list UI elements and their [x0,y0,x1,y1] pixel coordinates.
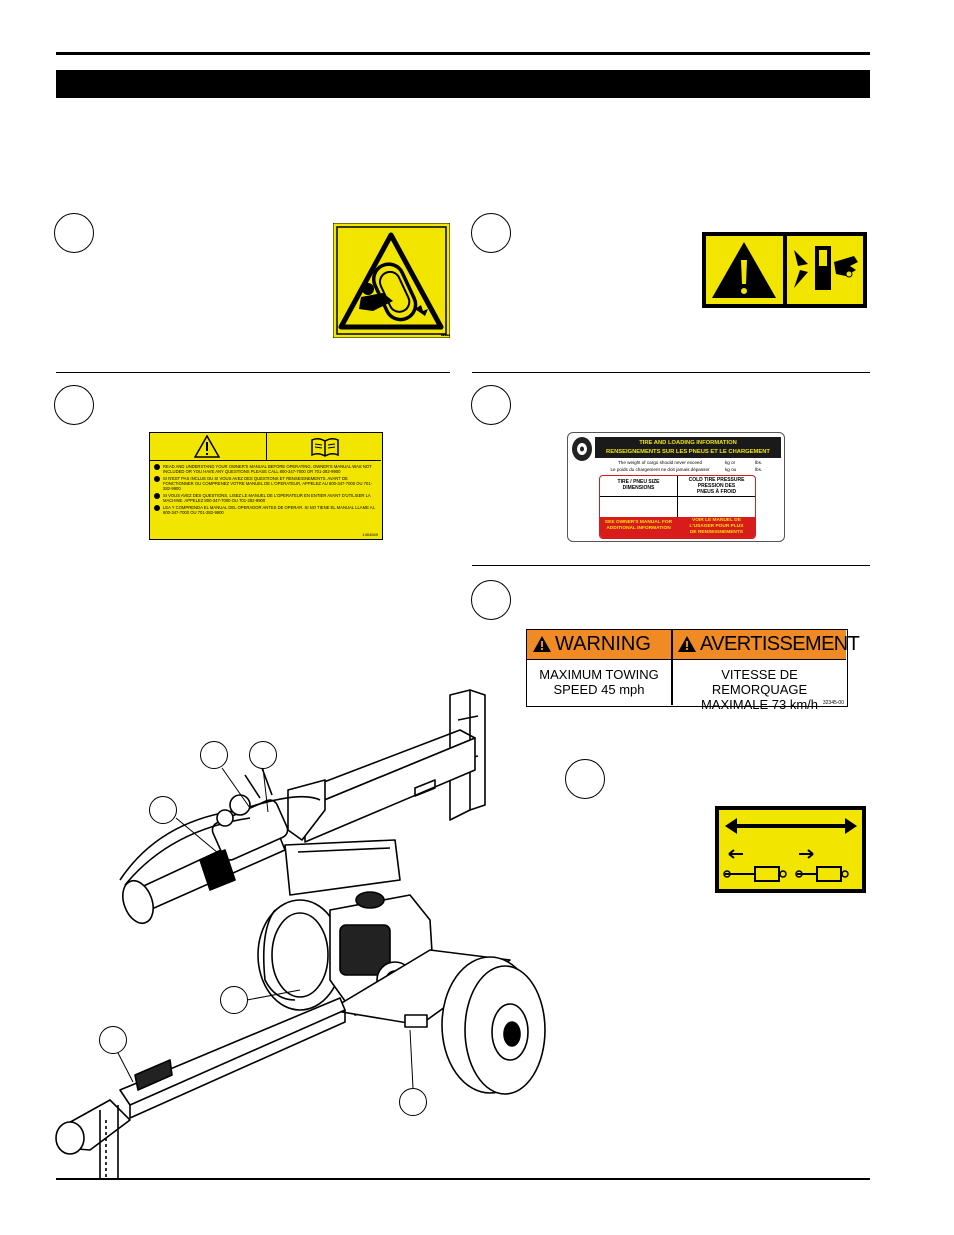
decal-cylinder-stroke [715,806,866,893]
top-rule [56,52,870,55]
manual-line-es: LEA Y COMPRENDA EL MANUAL DEL OPERADOR A… [163,505,375,515]
callout-6 [565,759,605,799]
cylinder-icon [723,866,849,882]
double-arrow-icon [725,818,857,834]
log-splitter-illustration [40,680,560,1180]
tire-title-en: TIRE AND LOADING INFORMATION [639,440,737,446]
decal-tire-loading: TIRE AND LOADING INFORMATION RENSEIGNEME… [567,432,785,542]
manual-line-en: READ AND UNDERSTAND YOUR OWNER'S MANUAL … [163,464,372,474]
callout-small-d [220,986,248,1014]
manual-line-fr: SI N'EST PAS INCLUS OU SI VOUS AVEZ DES … [163,476,373,491]
bottom-rule [56,1178,870,1180]
warning-triangle-icon [712,242,776,298]
decal-crush-hazard [702,232,867,308]
divider-right-2 [472,565,870,566]
svg-text:■■■■■: ■■■■■ [441,333,450,337]
crush-hazard-icon [794,246,858,290]
warning-triangle-icon [533,636,551,652]
manual-line-fr2: SI VOUS AVEZ DES QUESTIONS, LISEZ LE MAN… [163,493,371,503]
decal-code: 1404549 [362,532,378,537]
warning-triangle-icon [678,636,696,652]
warning-label: WARNING [555,633,651,655]
entanglement-icon [338,232,444,330]
callout-small-e [99,1026,127,1054]
callout-small-a [200,741,228,769]
callout-1 [54,213,94,253]
avertissement-label: AVERTISSEMENT [700,633,860,655]
divider-left [56,372,450,373]
callout-small-b [249,741,277,769]
warning-triangle-icon [194,435,220,458]
callout-3 [54,385,94,425]
callout-4 [471,385,511,425]
decal-code: 32345-00 [822,700,844,706]
callout-2 [471,213,511,253]
tire-title-fr: RENSEIGNEMENTS SUR LES PNEUS ET LE CHARG… [606,449,770,455]
header-bar [56,70,870,98]
decal-read-manual: READ AND UNDERSTAND YOUR OWNER'S MANUAL … [149,432,383,540]
callout-5 [471,580,511,620]
callout-small-c [149,796,177,824]
tire-icon [572,437,592,461]
divider-right [472,372,870,373]
callout-small-f [399,1088,427,1116]
manual-book-icon [311,437,339,457]
